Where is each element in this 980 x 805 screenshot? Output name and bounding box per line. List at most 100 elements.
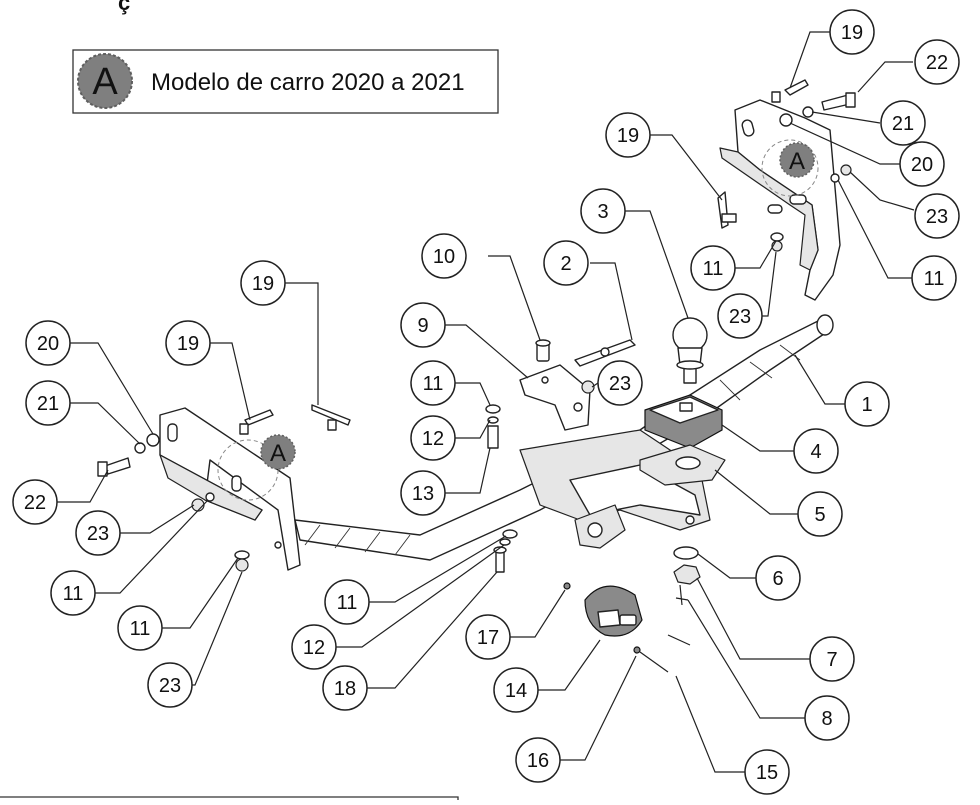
callout: 19 [165,320,211,366]
svg-text:5: 5 [814,504,825,526]
callout: 11 [117,605,163,651]
leader-lines [57,31,915,773]
svg-text:22: 22 [926,52,948,74]
left-bracket [159,407,301,571]
part-6-washer [673,546,699,560]
part-12-lockwasher-lower [499,538,511,546]
svg-text:13: 13 [412,483,434,505]
svg-text:23: 23 [609,373,631,395]
callout: 23 [597,360,643,406]
callout: 23 [914,193,960,239]
legend-box: A Modelo de carro 2020 a 2021 [72,49,499,114]
part-15-bolt [639,634,691,673]
svg-text:3: 3 [597,201,608,223]
svg-text:19: 19 [177,333,199,355]
svg-text:11: 11 [130,618,151,640]
callout: 17 [465,614,511,660]
part-21-washer-left [134,442,146,454]
callout: 11 [410,360,456,406]
callout: 23 [75,510,121,556]
svg-text:23: 23 [159,675,181,697]
part-2-plate [574,339,636,367]
callout: 9 [400,302,446,348]
svg-text:23: 23 [729,306,751,328]
svg-text:11: 11 [703,258,724,280]
part-17-nut [563,582,571,590]
callout: 11 [324,579,370,625]
callout: 8 [804,695,850,741]
callout: 21 [880,100,926,146]
svg-text:16: 16 [527,750,549,772]
callout: 14 [493,667,539,713]
callout: 22 [914,39,960,85]
callout: 10 [421,233,467,279]
marker-a-right: A [779,142,815,178]
part-23-nut-center [581,380,595,394]
svg-text:9: 9 [417,315,428,337]
svg-text:11: 11 [337,592,358,614]
right-bracket [719,99,841,301]
tow-ball [672,317,708,384]
callout: 2 [543,240,589,286]
callout: 21 [25,380,71,426]
callout: 18 [322,665,368,711]
part-13-bolt [487,425,499,449]
svg-text:19: 19 [252,273,274,295]
svg-text:10: 10 [433,246,455,268]
header-fragment: ç [118,0,130,15]
part-21-washer-right [802,106,814,118]
callout: 19 [240,260,286,306]
svg-text:11: 11 [63,583,84,605]
part-11-washer-mid [770,232,784,242]
part-5-gasket [639,444,726,486]
svg-text:A: A [789,148,805,175]
part-10-bolt [535,339,551,362]
svg-text:19: 19 [617,125,639,147]
svg-text:17: 17 [477,627,499,649]
legend-badge [77,53,133,109]
callout: 11 [690,245,736,291]
svg-text:7: 7 [826,649,837,671]
part-14-socket [584,585,643,637]
bottom-frame-edge [0,796,459,800]
svg-text:11: 11 [924,268,945,290]
parts-artwork [97,79,856,673]
callout: 23 [147,662,193,708]
callout: 19 [605,112,651,158]
detail-circle-left [217,439,279,501]
callout: 11 [911,255,957,301]
svg-text:20: 20 [37,333,59,355]
legend-badge-letter: A [92,61,118,103]
svg-text:14: 14 [505,680,527,702]
svg-text:11: 11 [423,373,444,395]
callout: 23 [717,293,763,339]
callout: 20 [25,320,71,366]
svg-text:21: 21 [892,113,914,135]
callout: 13 [400,470,446,516]
callout: 19 [829,9,875,55]
part-22-bolt-left [97,457,131,477]
callout: 16 [515,737,561,783]
svg-text:1: 1 [861,394,872,416]
callout: 4 [793,428,839,474]
svg-text:22: 22 [24,492,46,514]
part-12-lockwasher-center [487,416,499,424]
part-19-clip-left2 [311,404,351,431]
svg-text:6: 6 [772,568,783,590]
callout: 7 [809,636,855,682]
part-23-nut-left-low [235,558,249,572]
callout: 11 [50,570,96,616]
part-11-washer-center [485,404,501,414]
callout: 1 [844,381,890,427]
crossbar [294,314,834,561]
svg-text:18: 18 [334,678,356,700]
svg-text:A: A [270,440,286,467]
legend-text: Modelo de carro 2020 a 2021 [151,69,465,96]
callout: 22 [12,479,58,525]
part-20-washer-left [146,433,160,447]
svg-text:12: 12 [422,428,444,450]
svg-text:21: 21 [37,393,59,415]
part-11-washer-left [205,492,215,502]
part-20-washer-right [779,113,793,127]
part-7-nut [673,564,701,585]
